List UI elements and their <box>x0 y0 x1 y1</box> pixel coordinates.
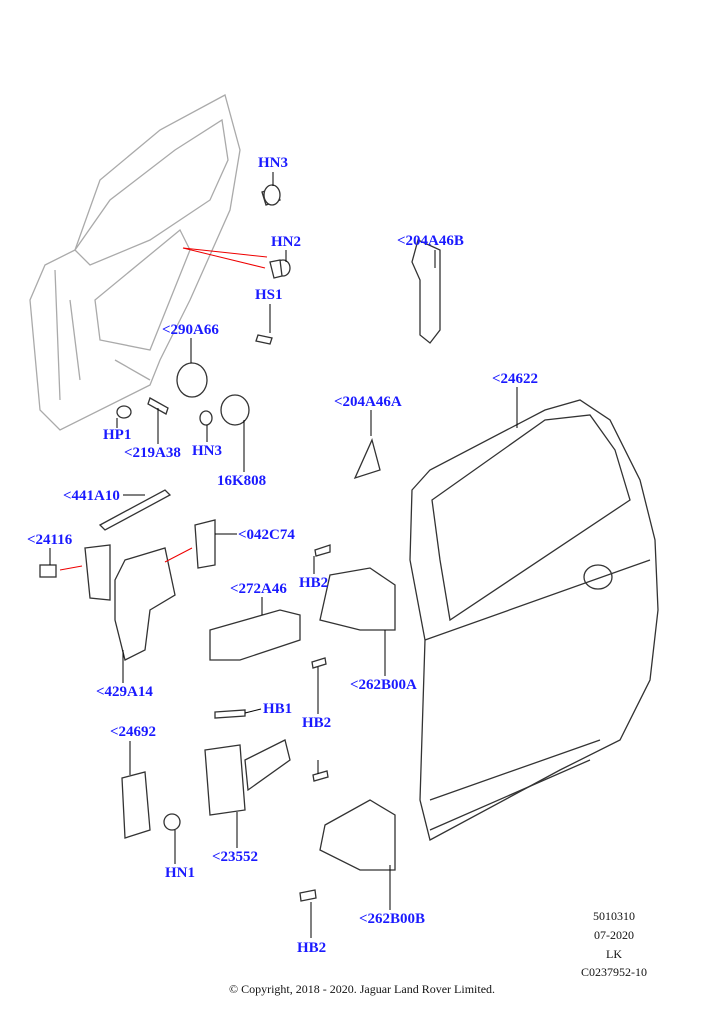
callout-272a46[interactable]: <272A46 <box>230 581 287 597</box>
inner-door-frame <box>29 94 241 431</box>
callout-hn1[interactable]: HN1 <box>165 865 195 881</box>
callout-hs1[interactable]: HS1 <box>255 287 283 303</box>
callout-204a46a[interactable]: <204A46A <box>334 394 402 410</box>
callout-24116[interactable]: <24116 <box>27 532 73 548</box>
reference-date: 07-2020 <box>594 928 634 942</box>
callout-219a38[interactable]: <219A38 <box>124 445 181 461</box>
small-parts <box>39 184 441 902</box>
callout-042c74[interactable]: <042C74 <box>238 527 295 543</box>
callout-hn2[interactable]: HN2 <box>271 234 301 250</box>
callout-hn3-lower[interactable]: HN3 <box>192 443 222 459</box>
callout-24622[interactable]: <24622 <box>492 371 539 387</box>
callout-429a14[interactable]: <429A14 <box>96 684 153 700</box>
callout-hb2-lower[interactable]: HB2 <box>297 940 327 956</box>
callout-24692[interactable]: <24692 <box>110 724 157 740</box>
callout-262b00a[interactable]: <262B00A <box>350 677 417 693</box>
outer-door-panel <box>409 399 659 841</box>
callout-hp1[interactable]: HP1 <box>103 427 132 443</box>
callout-hb2-middle[interactable]: HB2 <box>302 715 332 731</box>
callout-hn3[interactable]: HN3 <box>258 155 288 171</box>
reference-region: LK <box>606 947 622 961</box>
callout-262b00b[interactable]: <262B00B <box>359 911 426 927</box>
highlight-lines <box>59 247 268 571</box>
callout-16k808[interactable]: 16K808 <box>217 473 267 489</box>
reference-code: 5010310 <box>593 909 635 923</box>
callout-290a66[interactable]: <290A66 <box>162 322 219 338</box>
copyright-notice: © Copyright, 2018 - 2020. Jaguar Land Ro… <box>228 982 496 996</box>
callout-441a10[interactable]: <441A10 <box>63 488 120 504</box>
leader-lines <box>49 172 518 938</box>
callout-hb2-upper[interactable]: HB2 <box>299 575 329 591</box>
callout-204a46b[interactable]: <204A46B <box>397 233 464 249</box>
callout-hb1[interactable]: HB1 <box>263 701 293 717</box>
illustration-number: C0237952-10 <box>581 965 647 979</box>
callout-23552[interactable]: <23552 <box>212 849 259 865</box>
